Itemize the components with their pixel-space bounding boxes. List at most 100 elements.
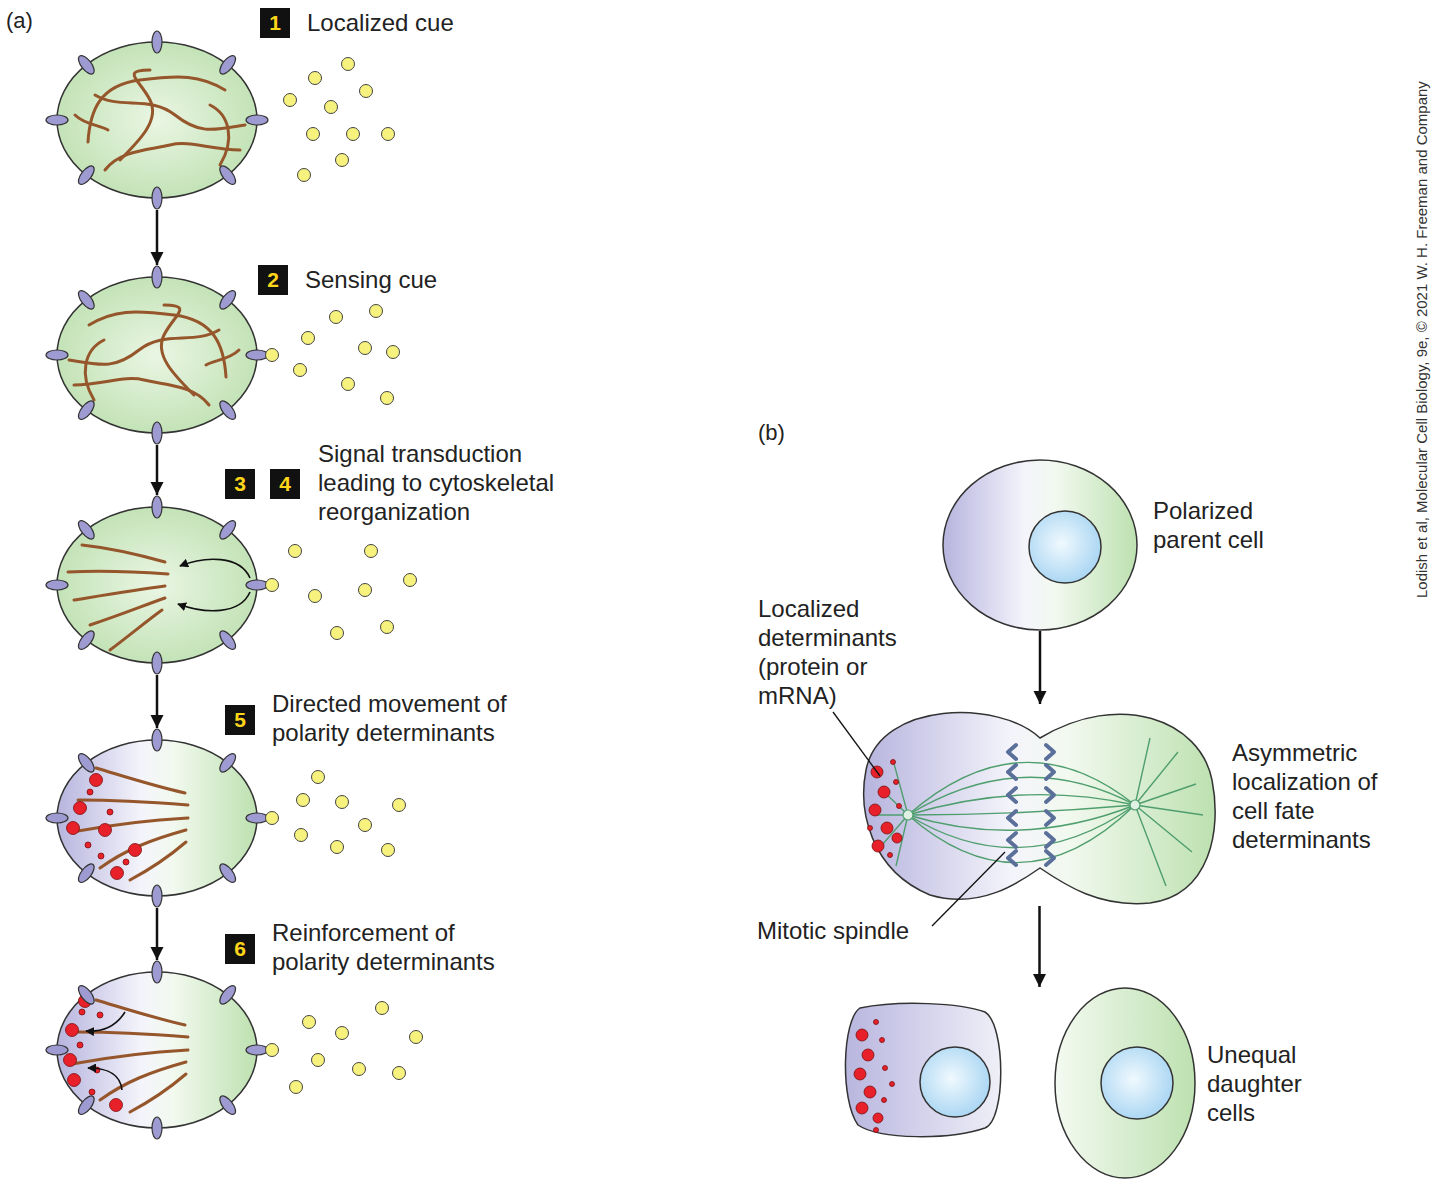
signal-arrows	[180, 559, 250, 578]
cell-fate-determinants	[874, 1020, 879, 1025]
cell-1	[46, 31, 268, 209]
cell-fate-determinants	[881, 822, 893, 834]
flow-arrow	[156, 445, 159, 495]
daughter-cells	[1101, 1047, 1173, 1119]
ligands-1	[307, 128, 320, 141]
ligands-4	[382, 844, 395, 857]
cell-fate-determinants	[856, 1029, 868, 1041]
cell-1	[75, 70, 245, 170]
cell-fate-determinants	[862, 1049, 874, 1061]
ligands-3	[365, 545, 378, 558]
flow-arrow	[1039, 631, 1042, 704]
ligands-4	[336, 796, 349, 809]
polarity-determinants	[89, 1089, 95, 1095]
cell-fate-determinants	[854, 1068, 866, 1080]
step-number: 1	[260, 8, 290, 38]
cell-1	[46, 31, 268, 209]
ligands-1	[309, 72, 322, 85]
cell-node: 34Signal transduction leading to cytoske…	[47, 496, 267, 674]
callout-text: Localized determinants (protein or mRNA)	[758, 594, 908, 710]
polarity-determinants	[123, 859, 129, 865]
ligands-2	[294, 364, 307, 377]
daughter-cells	[845, 988, 1195, 1178]
cell-5	[46, 961, 268, 1139]
node-label: Directed movement of polarity determinan…	[272, 689, 572, 747]
ligands-2	[387, 346, 400, 359]
cell-2	[46, 266, 268, 444]
ligands-3	[359, 584, 372, 597]
dividing-cell	[864, 713, 1215, 904]
ligands-4	[393, 799, 406, 812]
flow-arrow	[156, 210, 159, 265]
ligands-4	[359, 819, 372, 832]
dividing-cell	[903, 810, 913, 820]
ligands-5	[393, 1067, 406, 1080]
cell-fate-determinants	[873, 1113, 883, 1123]
chromosomes	[1046, 765, 1054, 779]
node-label: Polarized parent cell	[1153, 496, 1293, 554]
polarity-determinants	[87, 789, 93, 795]
polarity-determinants	[67, 774, 142, 880]
cell-fate-determinants	[888, 853, 893, 858]
ligands-1	[382, 128, 395, 141]
ligands-5	[303, 1016, 316, 1029]
polarity-determinants	[110, 1099, 123, 1112]
chromosomes	[1008, 765, 1016, 779]
ligands-4	[266, 771, 406, 857]
cell-fate-determinants	[883, 1066, 888, 1071]
chromosomes	[1008, 851, 1016, 865]
node-label: Asymmetric localization of cell fate det…	[1232, 738, 1392, 854]
node-label: Unequal daughter cells	[1207, 1040, 1317, 1127]
cell-fate-determinants	[891, 760, 896, 765]
flow-arrow	[1038, 906, 1041, 987]
cell-5	[72, 1000, 188, 1112]
polarity-determinants	[66, 1024, 79, 1037]
polarity-determinants	[64, 1054, 77, 1067]
cell-fate-determinants	[872, 840, 884, 852]
polarity-determinants	[129, 844, 142, 857]
cytoskeleton-aligning	[90, 598, 165, 625]
callout-text: Mitotic spindle	[757, 916, 909, 945]
cell-fate-determinants	[890, 1082, 895, 1087]
cell-3	[46, 496, 268, 674]
step-number: 4	[270, 469, 300, 499]
cell-node: Polarized parent cell	[943, 460, 1137, 630]
cytoskeleton-aligning	[82, 545, 165, 562]
cell-3	[46, 496, 268, 674]
node-label: Localized cue	[307, 8, 454, 37]
spindle-fibers	[908, 795, 1135, 815]
leader-lines	[833, 712, 880, 776]
polarity-determinants	[67, 822, 80, 835]
polarity-determinants	[74, 802, 87, 815]
step-number: 2	[258, 265, 288, 295]
spindle-fibers	[908, 805, 1135, 863]
polarity-determinants	[99, 824, 112, 837]
polarity-determinants	[85, 842, 91, 848]
spindle-fibers	[908, 777, 1135, 815]
cell-node: 5Directed movement of polarity determina…	[47, 729, 267, 907]
ligands-5	[266, 1044, 279, 1057]
step-number: 5	[225, 705, 255, 735]
ligands-4	[297, 794, 310, 807]
cell-4	[72, 768, 188, 880]
ligands-5	[410, 1031, 423, 1044]
panel-letter: (a)	[6, 8, 33, 34]
chromosomes	[1046, 788, 1054, 802]
ligands-3	[381, 621, 394, 634]
ligands-2	[359, 342, 372, 355]
spindle-fibers	[908, 805, 1135, 815]
dividing-cell	[864, 713, 1215, 904]
spindle-fibers	[908, 762, 1135, 815]
step-number: 3	[225, 469, 255, 499]
ligands-4	[312, 771, 325, 784]
cytoskeleton-aligning	[110, 610, 162, 650]
cell-fate-determinants	[874, 1128, 879, 1133]
ligands-1	[342, 58, 355, 71]
cell-fate-determinants	[892, 833, 902, 843]
leader-lines	[932, 852, 1005, 926]
reinforcement-arrows	[86, 1012, 125, 1031]
cell-fate-determinants	[868, 826, 873, 831]
